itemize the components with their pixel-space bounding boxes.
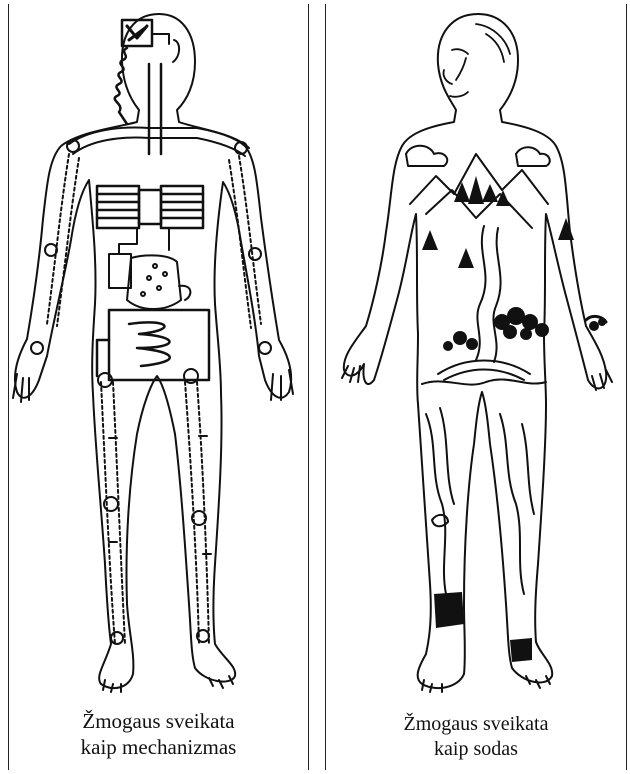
caption-garden: Žmogaus sveikata kaip sodas	[326, 712, 626, 762]
lung-radiators	[97, 186, 203, 228]
mechanical-body-icon	[9, 4, 310, 704]
river	[476, 226, 501, 362]
left-arm-tube	[47, 154, 79, 326]
cloud	[406, 146, 447, 166]
body-outline	[344, 14, 606, 688]
grass	[434, 592, 532, 662]
shoulder-pipes	[69, 128, 249, 156]
garden-panel: Žmogaus sveikata kaip sodas	[325, 4, 627, 770]
cloud	[516, 147, 550, 166]
caption-line-2: kaip mechanizmas	[9, 734, 308, 760]
bridge	[438, 361, 530, 381]
garden-body-icon	[326, 4, 628, 704]
water-lines	[426, 408, 534, 594]
bushes	[443, 307, 606, 351]
caption-line-1: Žmogaus sveikata	[326, 712, 626, 737]
caption-line-2: kaip sodas	[326, 737, 626, 762]
hills	[422, 379, 546, 384]
caption-line-1: Žmogaus sveikata	[9, 708, 308, 734]
spine-pipe	[149, 64, 161, 154]
digestive-machine	[109, 228, 190, 309]
caption-mechanism: Žmogaus sveikata kaip mechanizmas	[9, 708, 308, 760]
mechanism-panel: Žmogaus sveikata kaip mechanizmas	[8, 4, 309, 770]
face	[443, 24, 510, 97]
left-leg-tube	[101, 382, 125, 644]
